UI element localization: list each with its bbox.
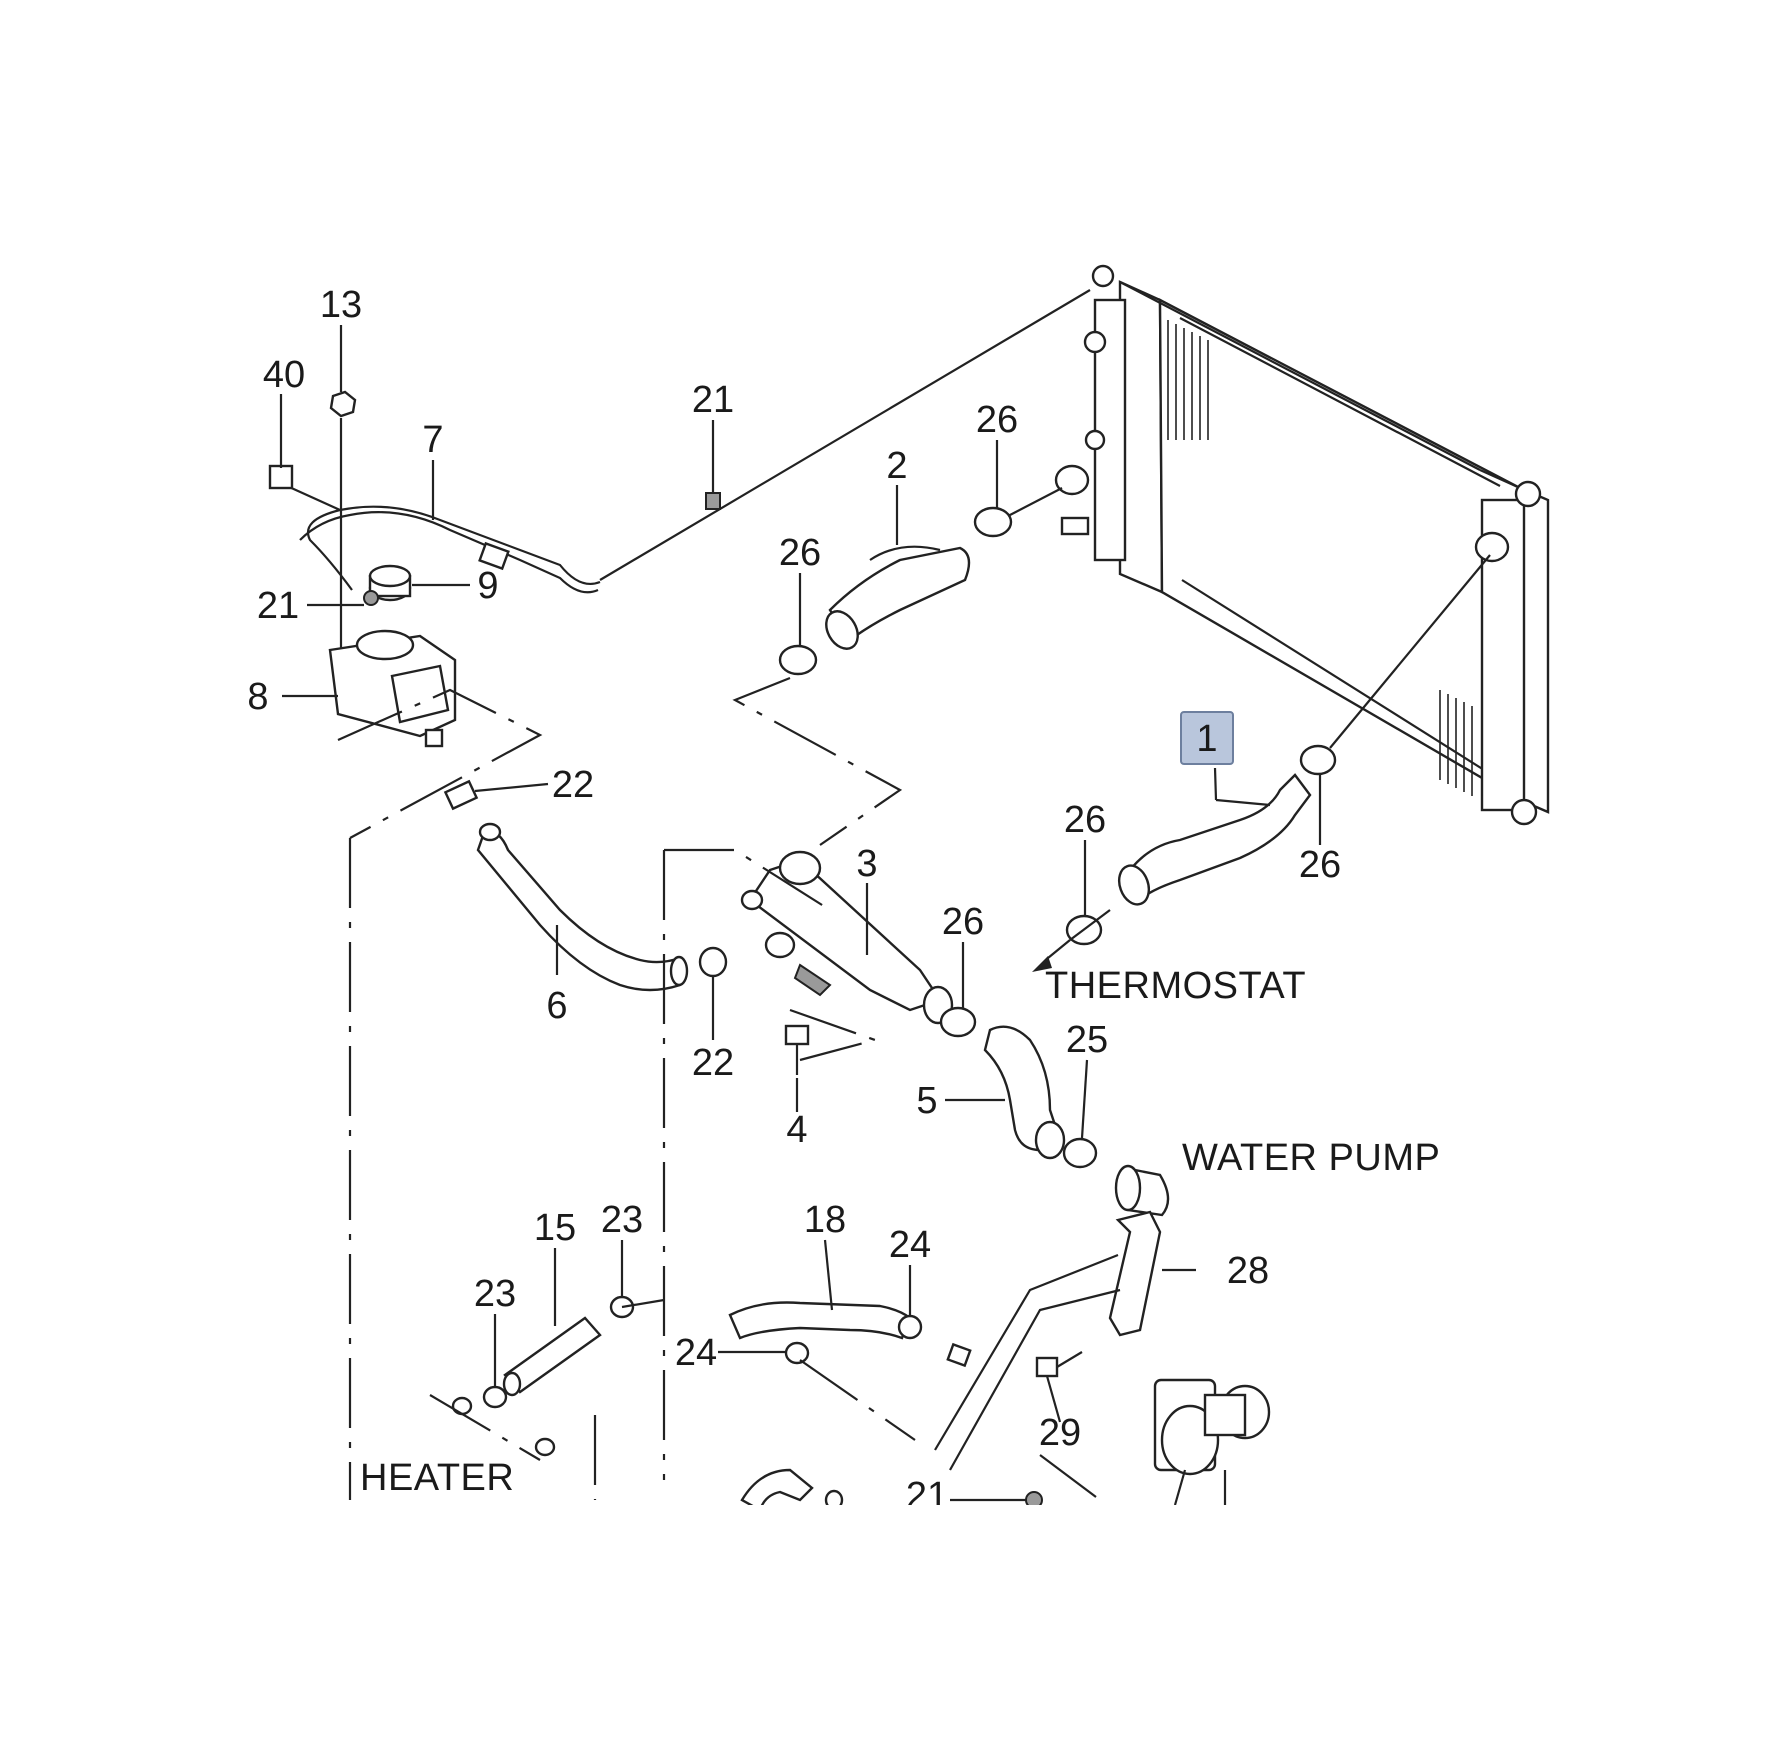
callout-6[interactable]: 6 (546, 985, 567, 1027)
callout-1[interactable]: 1 (1196, 718, 1217, 760)
throttle-body[interactable] (1153, 1378, 1271, 1506)
hose-clamp-26-pipe[interactable] (939, 1006, 977, 1038)
callout-labels: 1 2 3 4 5 6 7 8 9 13 15 18 21 21 21 22 2… (247, 284, 1341, 1517)
hose-clamp-24-right[interactable] (897, 1314, 923, 1340)
hose-clamp-26-lower-upper[interactable] (1299, 744, 1337, 776)
hose-clamp-26-upper-right[interactable] (973, 506, 1013, 538)
callout-9[interactable]: 9 (477, 565, 498, 607)
callout-13[interactable]: 13 (320, 284, 362, 326)
hose-clamp-23-left[interactable] (482, 1385, 508, 1409)
hose-clip-21-top[interactable] (705, 492, 721, 510)
hose-clamp-25[interactable] (1062, 1137, 1098, 1169)
callout-1-highlight (1180, 711, 1234, 765)
lower-radiator-hose[interactable] (1114, 773, 1312, 909)
thermostat-label: THERMOSTAT (1045, 965, 1306, 1007)
callout-22-tank[interactable]: 22 (552, 764, 594, 806)
callout-2[interactable]: 2 (886, 445, 907, 487)
bracket-28[interactable] (1108, 1210, 1162, 1337)
overflow-hose[interactable] (286, 289, 1091, 594)
callout-23-left[interactable]: 23 (474, 1273, 516, 1315)
callout-40[interactable]: 40 (263, 354, 305, 396)
callout-29[interactable]: 29 (1039, 1412, 1081, 1454)
nut-13[interactable] (329, 390, 357, 418)
callout-26-upper-left[interactable]: 26 (779, 532, 821, 574)
bracket-40[interactable] (268, 464, 294, 490)
callout-26-pipe[interactable]: 26 (942, 901, 984, 943)
callout-24-right[interactable]: 24 (889, 1224, 931, 1266)
callout-21-top[interactable]: 21 (692, 379, 734, 421)
heater-label: HEATER (360, 1457, 514, 1499)
surge-tank-cap[interactable] (368, 564, 412, 602)
callout-18[interactable]: 18 (804, 1199, 846, 1241)
annotations: THERMOSTAT WATER PUMP HEATER (360, 965, 1440, 1499)
callout-7[interactable]: 7 (422, 419, 443, 461)
hose-clamp-22-tank[interactable] (443, 779, 479, 811)
heater-hose-18[interactable] (728, 1301, 912, 1340)
bolt-4[interactable] (784, 1024, 810, 1075)
hose-clamp-22-pipe[interactable] (698, 946, 728, 978)
phantom-outline-lines (337, 676, 1101, 1501)
callout-26-lower-right[interactable]: 26 (1299, 844, 1341, 886)
callout-26-upper-right[interactable]: 26 (976, 399, 1018, 441)
callout-5[interactable]: 5 (916, 1080, 937, 1122)
water-pump-pipe[interactable] (1114, 1164, 1170, 1217)
hose-clamp-26-upper-left[interactable] (778, 644, 818, 676)
bolt-29[interactable] (1035, 1351, 1083, 1378)
callout-8[interactable]: 8 (247, 676, 268, 718)
water-pump-label: WATER PUMP (1182, 1137, 1440, 1179)
upper-radiator-hose[interactable] (820, 545, 971, 655)
callout-21-tank[interactable]: 21 (257, 585, 299, 627)
callout-28[interactable]: 28 (1227, 1250, 1269, 1292)
crop-mask (0, 1505, 1772, 1752)
hose-clamp-24-left[interactable] (784, 1341, 810, 1365)
leader-lines (279, 325, 1322, 1502)
callout-22-pipe[interactable]: 22 (692, 1042, 734, 1084)
water-pipe[interactable] (740, 850, 954, 1025)
water-pump-inlet-hose[interactable] (983, 1025, 1066, 1160)
callout-26-lower[interactable]: 26 (1064, 799, 1106, 841)
callout-24-left[interactable]: 24 (675, 1332, 717, 1374)
heater-fitting[interactable] (946, 1342, 972, 1368)
callout-4[interactable]: 4 (786, 1109, 807, 1151)
callout-15[interactable]: 15 (534, 1207, 576, 1249)
radiator[interactable] (1054, 264, 1550, 826)
surge-tank-outlet-hose[interactable] (476, 822, 689, 992)
callout-3[interactable]: 3 (856, 843, 877, 885)
callout-25[interactable]: 25 (1066, 1019, 1108, 1061)
surge-tank[interactable] (328, 629, 457, 748)
heater-hose-15[interactable] (502, 1316, 602, 1397)
hose-clip-21-tank[interactable] (363, 590, 379, 606)
callout-23-right[interactable]: 23 (601, 1199, 643, 1241)
